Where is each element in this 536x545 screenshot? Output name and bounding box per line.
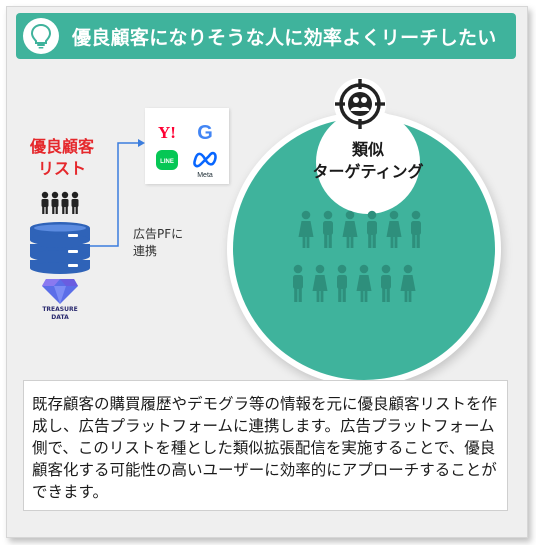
customer-list-label-line1: 優良顧客 — [29, 137, 94, 156]
treasure-data-text-line2: DATA — [51, 314, 69, 321]
treasure-data-text-line1: TREASURE — [42, 306, 78, 313]
treasure-data-logo-text: TREASURE DATA — [20, 306, 100, 322]
connector-label-line2: 連携 — [133, 244, 158, 258]
connector-label: 広告PFに 連携 — [133, 226, 183, 260]
header-banner: 優良顧客になりそうな人に効率よくリーチしたい — [16, 13, 516, 59]
meta-logo-icon: Meta — [193, 151, 217, 179]
target-title-line1: 類似 — [351, 140, 384, 159]
customer-list-label-line2: リスト — [37, 159, 86, 178]
line-logo-icon: LINE — [156, 150, 178, 170]
svg-text:Meta: Meta — [197, 172, 213, 179]
connector-label-line1: 広告PFに — [133, 227, 184, 241]
description-box: 既存顧客の購買履歴やデモグラ等の情報を元に優良顧客リストを作成し、広告プラットフ… — [23, 380, 508, 511]
yahoo-logo-icon: Y! — [158, 123, 176, 142]
target-audience-icon — [334, 78, 386, 130]
ad-platform-logos: Y! G LINE Meta — [145, 108, 229, 184]
target-crowd-icon — [293, 210, 421, 302]
target-title-line2: ターゲティング — [312, 162, 424, 181]
description-text: 既存顧客の購買履歴やデモグラ等の情報を元に優良顧客リストを作成し、広告プラットフ… — [32, 395, 498, 501]
lightbulb-icon — [23, 18, 59, 54]
treasure-data-logo-icon — [42, 279, 78, 304]
customer-list-label: 優良顧客 リスト — [12, 136, 112, 180]
svg-text:LINE: LINE — [160, 159, 174, 165]
google-logo-icon: G — [197, 122, 213, 144]
banner-title: 優良顧客になりそうな人に効率よくリーチしたい — [72, 27, 497, 49]
database-icon — [30, 222, 90, 274]
people-group-icon — [41, 191, 79, 214]
